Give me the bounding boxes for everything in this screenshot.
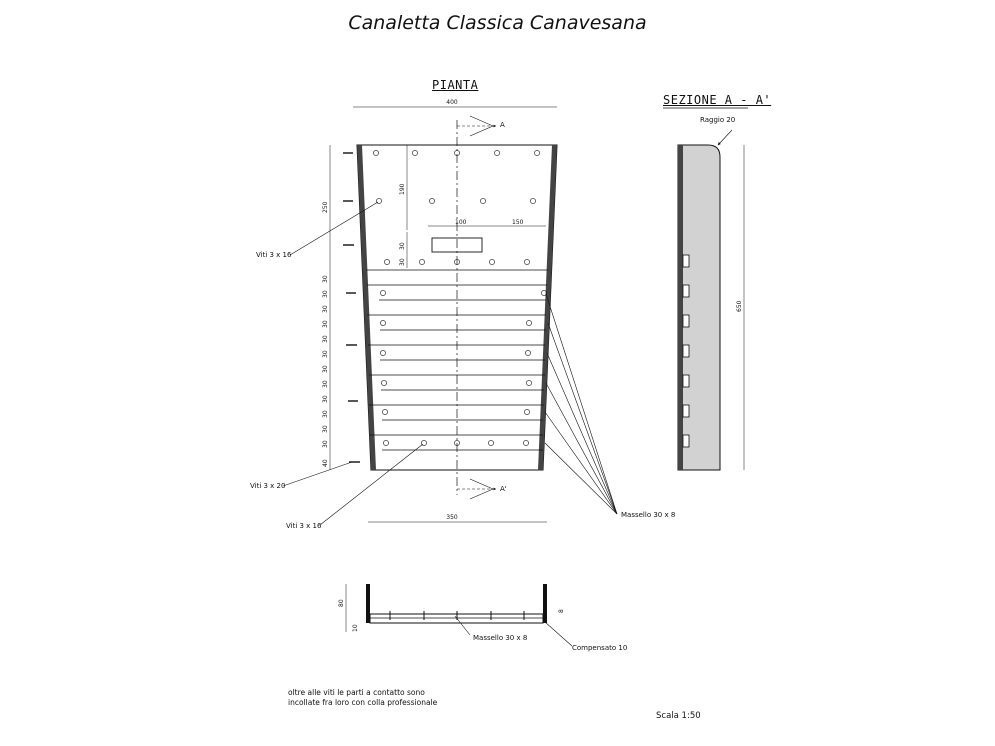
callout-battens: Massello 30 x 8 [621,511,675,519]
side-screws [343,152,360,463]
drawing-title: Canaletta Classica Canavesana [348,12,647,34]
dim-80: 80 [338,599,345,607]
leader-screws-bottom [319,443,424,526]
section-view: Raggio 20 650 [663,107,748,471]
slot-opening [431,237,483,253]
section-height: 650 [736,300,743,312]
front-view: 80 10 8 Massello 30 x 8 Compensato 10 [338,584,627,652]
dim-250: 250 [322,201,329,213]
radius-label: Raggio 20 [700,116,735,124]
label-plywood: Compensato 10 [572,644,627,652]
dim-40: 40 [322,459,329,467]
dim-100: 100 [455,219,467,226]
dim-bottom-width: 350 [446,514,458,521]
svg-text:30: 30 [322,440,329,448]
label-front-battens: Massello 30 x 8 [473,634,527,642]
right-side-wall [538,145,557,470]
batten-strips [366,269,548,451]
section-label-bottom: A' [500,485,507,493]
batten-screw-holes [380,290,547,446]
dim-30a: 30 [399,242,406,250]
svg-text:30: 30 [322,350,329,358]
leader-plywood [544,621,573,647]
callout-screws-left: Viti 3 x 20 [250,482,285,490]
dim-10: 10 [352,624,359,632]
dim-8: 8 [558,609,565,613]
dim-30b: 30 [399,258,406,266]
section-batten-notches [682,254,690,448]
callout-screws-top: Viti 3 x 16 [256,251,292,259]
plan-view: 400 A A' 190 30 30 [250,99,675,530]
scale-label: Scala 1:50 [656,711,701,721]
left-side-wall [357,145,376,470]
dim-150: 150 [512,219,524,226]
svg-text:30: 30 [322,410,329,418]
svg-text:30: 30 [322,335,329,343]
svg-text:30: 30 [322,365,329,373]
dim-190: 190 [399,183,406,195]
leader-front-battens [454,615,471,636]
svg-text:30: 30 [322,320,329,328]
svg-text:30: 30 [322,380,329,388]
assembly-note: oltre alle viti le parti a contatto sono… [288,688,437,708]
upper-screw-holes [373,150,540,265]
leader-battens [544,293,618,515]
plan-heading: PIANTA [432,78,479,92]
svg-text:30: 30 [322,290,329,298]
section-label-top: A [500,121,505,129]
section-body [677,144,721,471]
assembly-note-line1: oltre alle viti le parti a contatto sono [288,688,425,697]
assembly-note-line2: incollate fra loro con colla professiona… [288,698,438,707]
section-backplate [678,145,683,470]
svg-text:30: 30 [322,305,329,313]
leader-screws-left [282,461,353,487]
dim-stack-left: 30 30 30 30 30 30 30 30 30 30 30 30 40 [322,275,329,467]
svg-text:30: 30 [322,275,329,283]
dim-top-width: 400 [446,99,458,106]
callout-screws-bottom: Viti 3 x 16 [286,522,322,530]
section-heading: SEZIONE A - A' [663,93,772,107]
svg-text:30: 30 [322,395,329,403]
svg-text:30: 30 [322,425,329,433]
leader-screws-top [289,201,379,256]
